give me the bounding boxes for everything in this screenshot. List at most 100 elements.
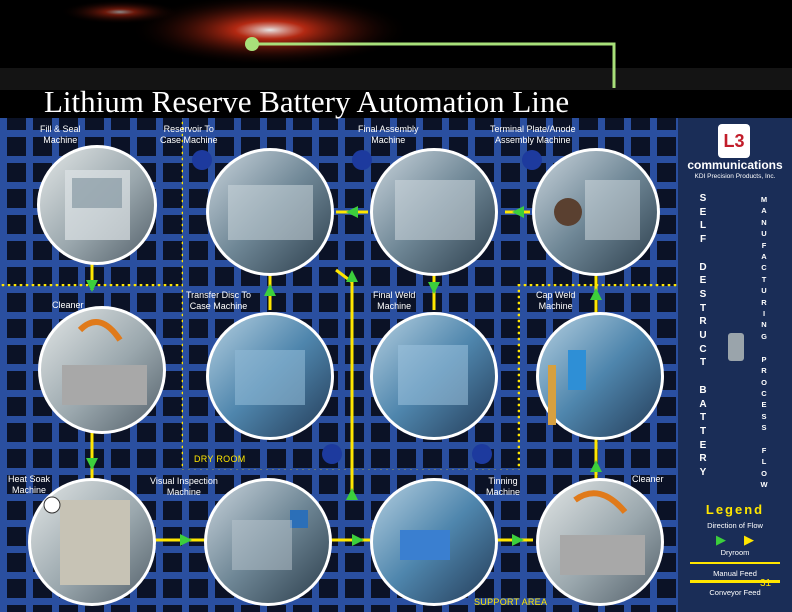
- arrow-up-3: [264, 284, 276, 296]
- arrow-up-2: [590, 288, 602, 300]
- dry-room-boundary-left: [180, 118, 183, 470]
- legend-title: Legend: [705, 502, 765, 517]
- arrow-down-1: [86, 280, 98, 292]
- vertical-letter: W: [760, 480, 768, 490]
- vertical-letter: N: [761, 217, 767, 227]
- company-logo: L3: [718, 124, 750, 158]
- vertical-letter: S: [761, 423, 767, 433]
- vertical-letter: T: [699, 302, 707, 314]
- arrow-up-4: [346, 488, 358, 500]
- photo-cap-weld: [536, 312, 664, 440]
- vertical-letter: E: [699, 275, 707, 287]
- vertical-letter: O: [761, 377, 767, 387]
- company-name: communications: [687, 158, 783, 172]
- vertical-letter: U: [699, 330, 707, 342]
- arrow-down-3: [428, 282, 440, 294]
- vertical-letter: U: [761, 286, 767, 296]
- photo-heat-soak: [28, 478, 156, 606]
- arrow-left-2: [346, 206, 358, 218]
- vertical-letter: F: [699, 234, 707, 246]
- vertical-letter: T: [699, 412, 707, 424]
- header-accent-dot: [245, 37, 259, 51]
- arrow-right-1: [180, 534, 192, 546]
- photo-reservoir-case: [206, 148, 334, 276]
- vertical-letter: A: [761, 206, 767, 216]
- division-name: KDI Precision Products, Inc.: [694, 173, 776, 180]
- vertical-letter: S: [699, 288, 707, 300]
- dry-room-boundary-right: [517, 284, 520, 470]
- legend-manual-line: [690, 580, 780, 583]
- photo-transfer-disc: [206, 312, 334, 440]
- vertical-letter: L: [761, 457, 767, 467]
- label-cleaner-left: Cleaner: [52, 300, 84, 310]
- vertical-letter: N: [761, 320, 767, 330]
- legend-dryroom-arrow-icon: ▶: [744, 532, 754, 547]
- vertical-letter: R: [699, 316, 707, 328]
- vertical-letter: E: [699, 206, 707, 218]
- vertical-letter: I: [762, 309, 766, 319]
- legend-dryroom: Dryroom: [720, 548, 750, 557]
- photo-cleaner-right: [536, 478, 664, 606]
- vertical-letter: R: [699, 453, 707, 465]
- vertical-letter: U: [761, 229, 767, 239]
- vertical-letter: D: [699, 261, 707, 273]
- page-title: Lithium Reserve Battery Automation Line: [44, 84, 570, 119]
- photo-tinning: [370, 478, 498, 606]
- light-flare: [130, 0, 410, 66]
- support-area-label: SUPPORT AREA: [474, 597, 548, 607]
- vertical-letter: C: [761, 263, 767, 273]
- photo-terminal-plate: [532, 148, 660, 276]
- vertical-letter: A: [699, 398, 707, 410]
- vertical-letter: T: [699, 425, 707, 437]
- legend-direction-arrow-icon: ▶: [716, 532, 726, 547]
- vertical-letter: E: [699, 439, 707, 451]
- vertical-letter: L: [699, 220, 707, 232]
- arrow-down-2: [86, 458, 98, 470]
- flow-arrows: [86, 193, 602, 546]
- vertical-letter: F: [761, 240, 767, 250]
- vertical-letter: Y: [699, 467, 707, 479]
- dry-room-boundary-bottom: [180, 467, 520, 470]
- light-flare-small: [60, 0, 180, 24]
- vertical-letter: M: [760, 195, 768, 204]
- vertical-letter: R: [761, 366, 767, 376]
- photo-cleaner-left: [38, 306, 166, 434]
- photo-final-weld: [370, 312, 498, 440]
- vertical-letter: [758, 434, 770, 445]
- vertical-letter: O: [761, 468, 767, 478]
- vertical-letter: F: [761, 445, 767, 455]
- vertical-letter: [696, 370, 710, 384]
- floor-markers: [192, 150, 542, 464]
- label-cleaner-right: Cleaner: [632, 474, 664, 484]
- photo-visual-inspection: [204, 478, 332, 606]
- vertical-letter: [758, 342, 770, 353]
- arrow-up-5: [346, 270, 358, 282]
- legend-manual-feed: Manual Feed: [713, 569, 757, 578]
- vertical-letter: E: [761, 400, 767, 410]
- header-accent-line: [252, 42, 616, 88]
- page-number: 31: [760, 578, 772, 589]
- photo-final-assembly: [370, 148, 498, 276]
- arrow-right-3: [512, 534, 524, 546]
- vertical-letter: R: [761, 297, 767, 307]
- battery-icon: [728, 333, 744, 361]
- header-stripe: [0, 68, 792, 90]
- vertical-letter: P: [761, 354, 767, 364]
- vertical-letter: S: [761, 411, 767, 421]
- vertical-letter: C: [699, 343, 707, 355]
- vertical-letter: [696, 247, 710, 261]
- arrow-right-2: [352, 534, 364, 546]
- arrow-up-1: [590, 460, 602, 472]
